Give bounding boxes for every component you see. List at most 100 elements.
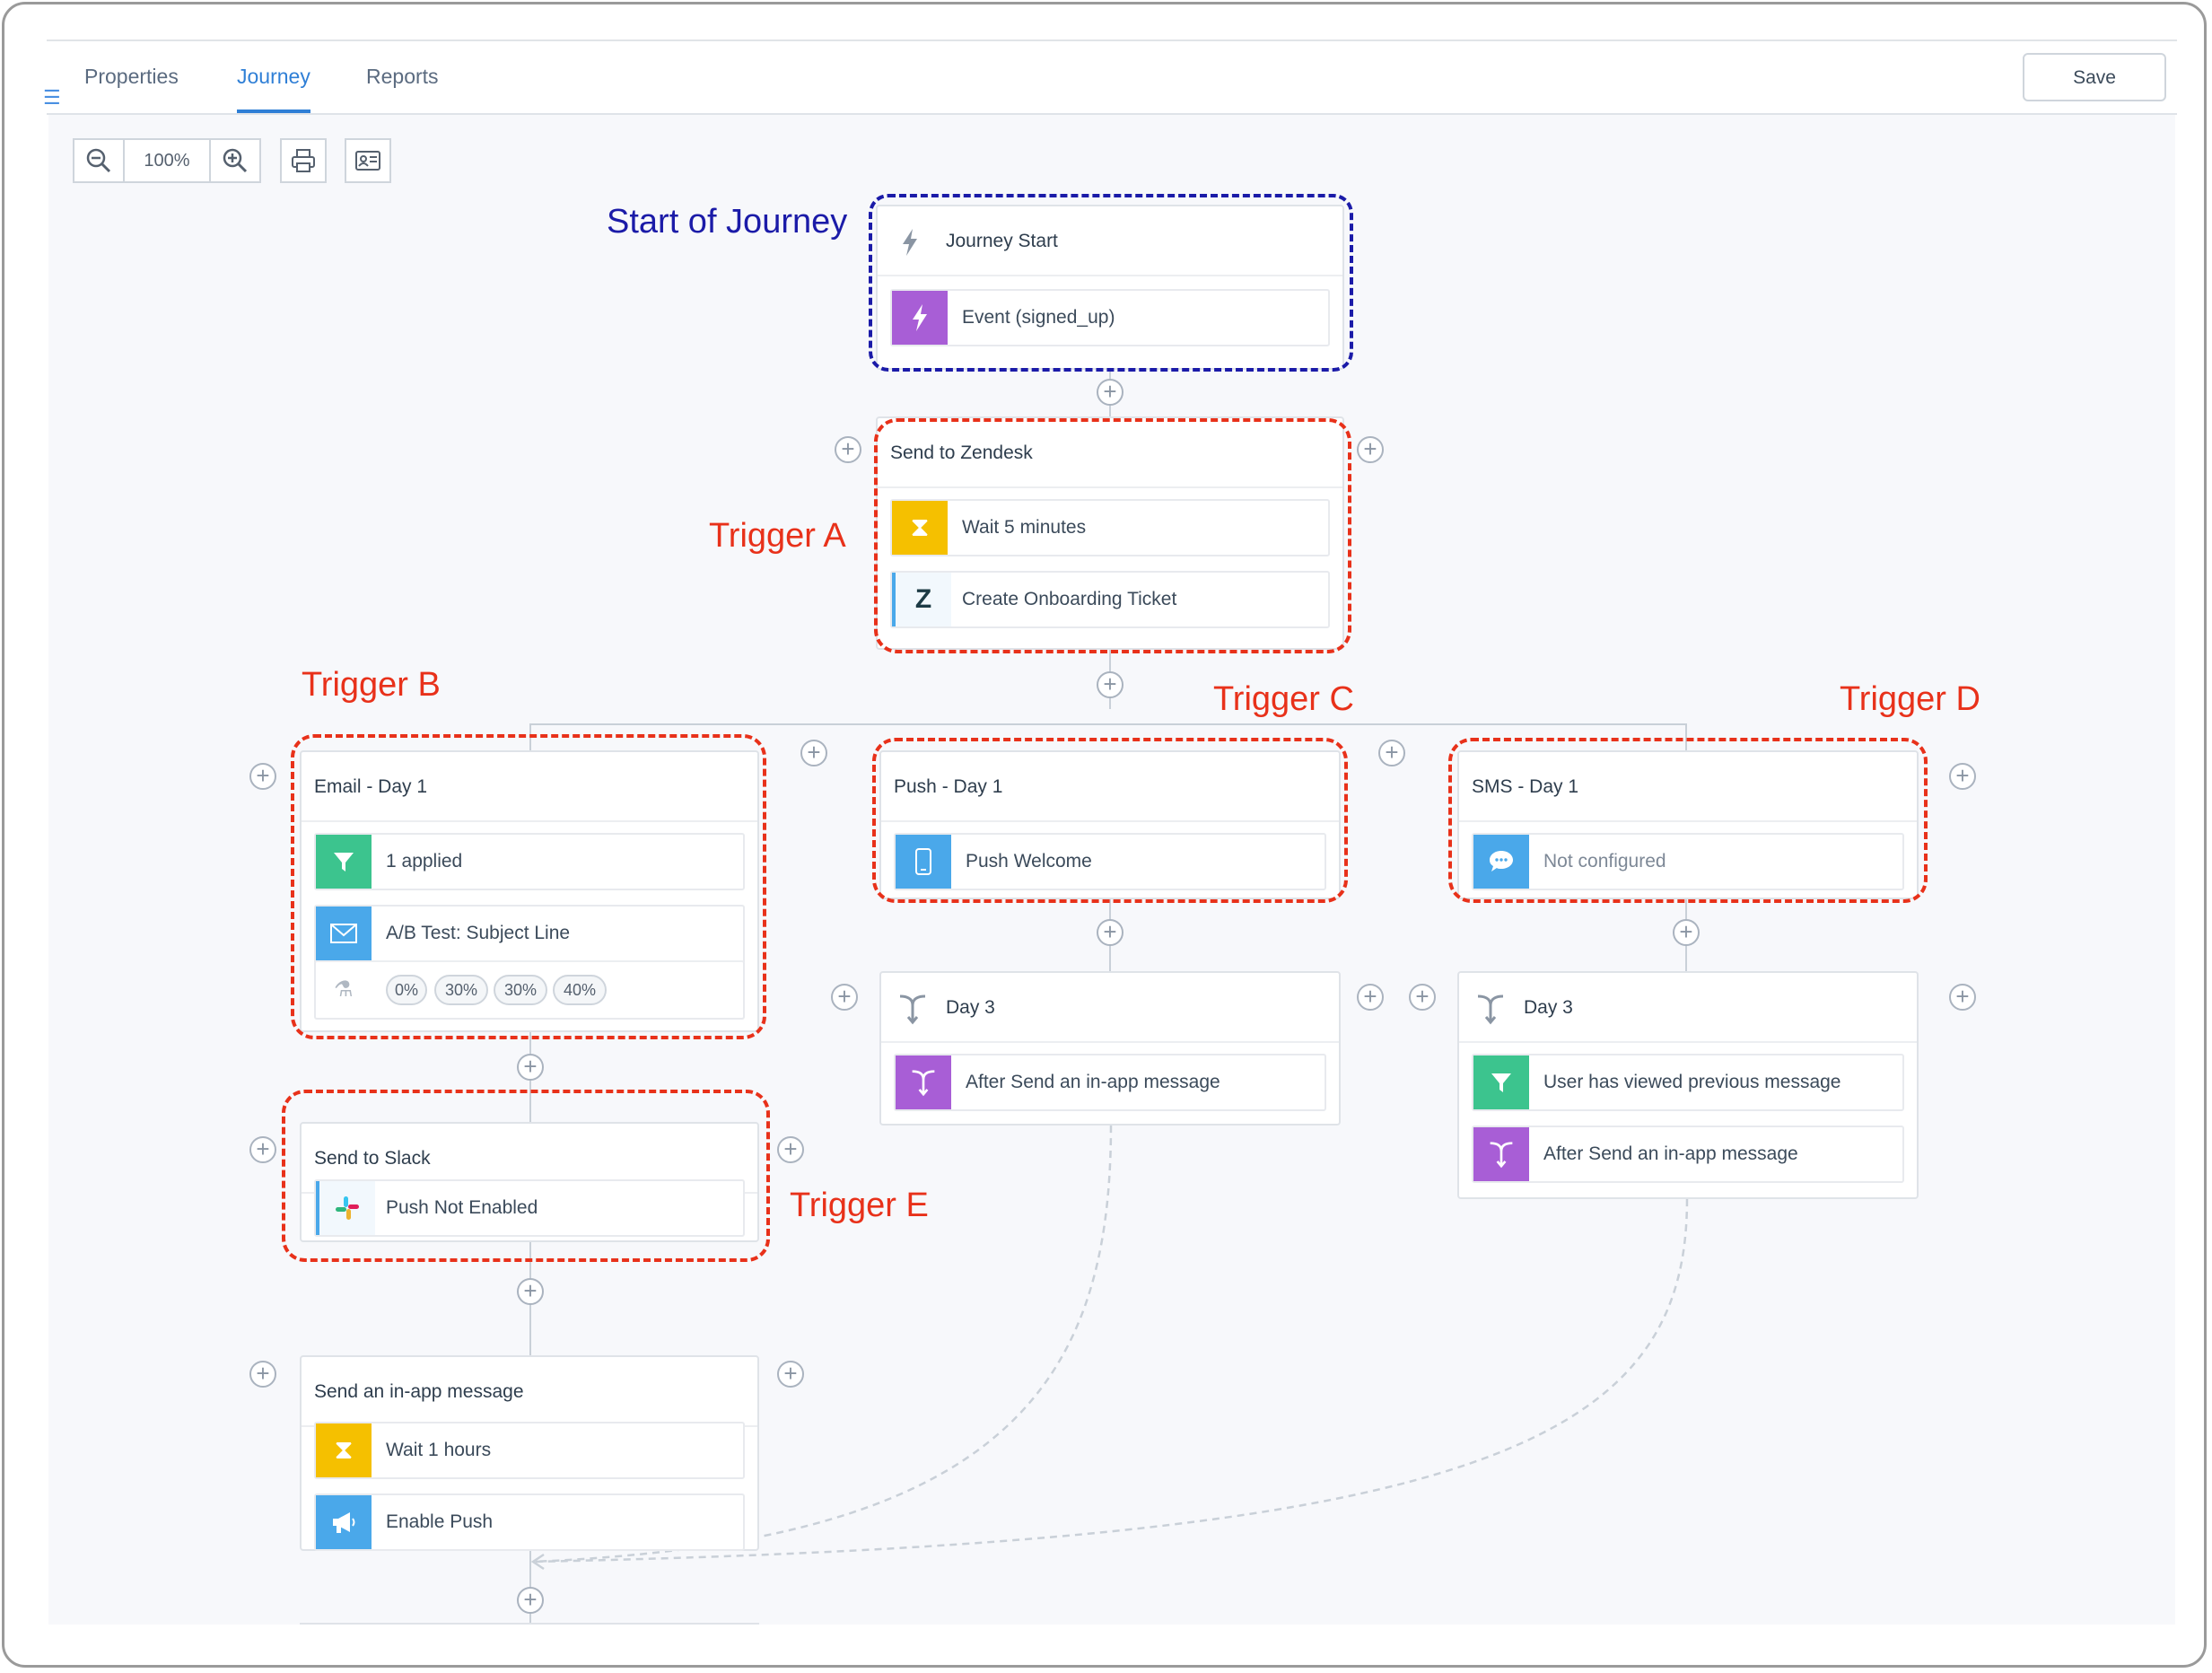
phone-icon xyxy=(896,835,951,889)
after-send-row[interactable]: After Send an in-app message xyxy=(1472,1126,1904,1183)
add-branch-left-button[interactable]: + xyxy=(831,984,858,1011)
journey-start-card[interactable]: Journey Start Event (signed_up) xyxy=(876,205,1344,370)
row-label: Push Welcome xyxy=(966,851,1092,872)
sms-day3-card[interactable]: Day 3 User has viewed previous message A… xyxy=(1457,971,1919,1199)
add-step-button[interactable]: + xyxy=(1673,919,1700,946)
after-send-row[interactable]: After Send an in-app message xyxy=(894,1054,1326,1111)
printer-icon xyxy=(292,149,315,172)
viewed-filter-row[interactable]: User has viewed previous message xyxy=(1472,1054,1904,1111)
trigger-b-highlight xyxy=(291,734,766,1039)
zendesk-icon: Z xyxy=(892,573,951,626)
add-step-button[interactable]: + xyxy=(517,1278,544,1305)
tab-journey[interactable]: Journey xyxy=(237,65,310,113)
slack-card[interactable]: Send to Slack Push Not Enabled xyxy=(300,1122,759,1242)
trigger-e-highlight xyxy=(282,1090,770,1262)
add-branch-left-button[interactable]: + xyxy=(249,763,276,790)
wait-row[interactable]: ⧗ Wait 1 hours xyxy=(314,1422,745,1479)
trigger-c-highlight xyxy=(872,738,1348,903)
row-label: User has viewed previous message xyxy=(1543,1072,1841,1092)
add-step-button[interactable]: + xyxy=(1097,379,1123,406)
row-label: Event (signed_up) xyxy=(962,307,1115,328)
zoom-level-display: 100% xyxy=(123,138,211,183)
split-pill[interactable]: 30% xyxy=(434,975,488,1005)
contact-card-button[interactable] xyxy=(345,138,391,183)
lightning-icon xyxy=(903,229,917,256)
top-divider xyxy=(47,39,2177,41)
print-button[interactable] xyxy=(280,138,327,183)
zendesk-row[interactable]: Z Create Onboarding Ticket xyxy=(890,571,1330,628)
contact-card-icon xyxy=(355,151,380,171)
add-branch-left-button[interactable]: + xyxy=(249,1136,276,1163)
add-branch-left-button[interactable]: + xyxy=(835,436,861,463)
enable-push-row[interactable]: Enable Push xyxy=(314,1493,745,1551)
add-branch-right-button[interactable]: + xyxy=(1357,984,1384,1011)
trigger-c-annotation: Trigger C xyxy=(1213,680,1354,718)
event-row[interactable]: Event (signed_up) xyxy=(890,289,1330,346)
card-edge xyxy=(300,1623,759,1625)
trigger-b-annotation: Trigger B xyxy=(302,666,441,704)
branch-icon xyxy=(899,994,926,1025)
add-step-button[interactable]: + xyxy=(517,1054,544,1081)
split-pill[interactable]: 0% xyxy=(386,975,427,1005)
beaker-icon: ⚗ xyxy=(334,977,354,1002)
menu-icon[interactable]: ☰ xyxy=(43,86,61,109)
card-title: Push - Day 1 xyxy=(881,752,1339,822)
push-card[interactable]: Push - Day 1 Push Welcome xyxy=(879,750,1341,899)
add-branch-right-button[interactable]: + xyxy=(1357,436,1384,463)
add-step-button[interactable]: + xyxy=(1097,671,1123,698)
add-branch-left-button[interactable]: + xyxy=(1409,984,1436,1011)
lightning-icon xyxy=(892,291,948,345)
zendesk-card[interactable]: Send to Zendesk ⧗ Wait 5 minutes Z Creat… xyxy=(876,416,1344,650)
start-annotation: Start of Journey xyxy=(607,203,848,241)
email-card[interactable]: Email - Day 1 1 applied A/B Test: Subjec… xyxy=(300,750,759,1032)
add-step-button[interactable]: + xyxy=(1097,919,1123,946)
header-bar: Properties Journey Reports xyxy=(47,41,2177,115)
ab-test-row[interactable]: A/B Test: Subject Line xyxy=(314,905,745,962)
sms-row[interactable]: Not configured xyxy=(1472,833,1904,890)
add-branch-right-button[interactable]: + xyxy=(1949,763,1976,790)
zoom-in-button[interactable] xyxy=(209,138,261,183)
card-title: Send an in-app message xyxy=(302,1357,757,1427)
branch-icon xyxy=(1473,1127,1529,1181)
trigger-d-highlight xyxy=(1448,738,1928,903)
add-branch-button[interactable]: + xyxy=(1378,740,1405,766)
tab-properties[interactable]: Properties xyxy=(84,65,179,88)
slack-row[interactable]: Push Not Enabled xyxy=(314,1179,745,1237)
wait-row[interactable]: ⧗ Wait 5 minutes xyxy=(890,499,1330,556)
zoom-out-button[interactable] xyxy=(73,138,125,183)
filter-row[interactable]: 1 applied xyxy=(314,833,745,890)
filter-icon xyxy=(316,835,372,889)
zoom-in-icon xyxy=(223,148,248,173)
push-row[interactable]: Push Welcome xyxy=(894,833,1326,890)
branch-icon xyxy=(896,1055,951,1109)
tab-reports[interactable]: Reports xyxy=(366,65,439,88)
add-branch-right-button[interactable]: + xyxy=(1949,984,1976,1011)
card-title: Day 3 xyxy=(1459,973,1917,1043)
start-highlight xyxy=(869,194,1353,372)
save-button[interactable]: Save xyxy=(2023,53,2166,101)
trigger-a-annotation: Trigger A xyxy=(709,517,846,555)
card-title: SMS - Day 1 xyxy=(1459,752,1917,822)
add-branch-right-button[interactable]: + xyxy=(777,1136,804,1163)
filter-icon xyxy=(1473,1055,1529,1109)
push-day3-card[interactable]: Day 3 After Send an in-app message xyxy=(879,971,1341,1126)
envelope-icon xyxy=(316,907,372,960)
journey-canvas[interactable]: 100% Journey Start Event (signed_up) + xyxy=(48,115,2175,1625)
row-label: Push Not Enabled xyxy=(386,1197,538,1218)
hourglass-icon: ⧗ xyxy=(316,1423,372,1477)
sms-card[interactable]: SMS - Day 1 Not configured xyxy=(1457,750,1919,899)
split-pill[interactable]: 40% xyxy=(553,975,607,1005)
add-step-button[interactable]: + xyxy=(517,1587,544,1614)
row-label: After Send an in-app message xyxy=(1543,1143,1798,1164)
row-label: Not configured xyxy=(1543,851,1666,872)
row-label: A/B Test: Subject Line xyxy=(386,923,571,943)
add-branch-left-button[interactable]: + xyxy=(249,1361,276,1388)
hourglass-icon: ⧗ xyxy=(892,501,948,555)
connector xyxy=(529,723,1687,725)
card-title: Day 3 xyxy=(881,973,1339,1043)
add-branch-right-button[interactable]: + xyxy=(777,1361,804,1388)
split-pill[interactable]: 30% xyxy=(494,975,547,1005)
add-branch-button[interactable]: + xyxy=(800,740,827,766)
inapp-card[interactable]: Send an in-app message ⧗ Wait 1 hours En… xyxy=(300,1355,759,1551)
megaphone-icon xyxy=(316,1495,372,1549)
